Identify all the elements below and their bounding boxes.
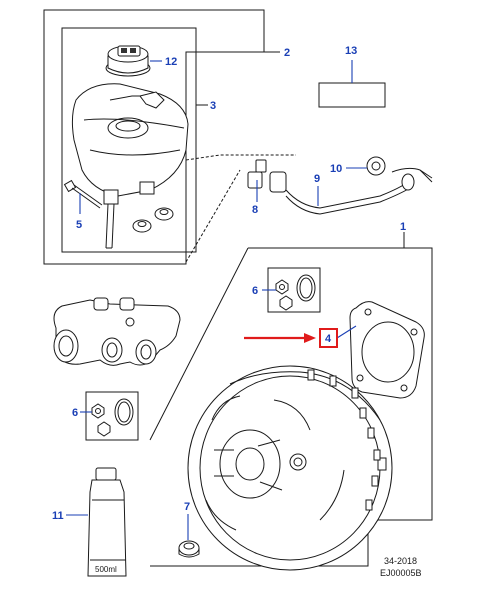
grommet-10-illustration — [366, 156, 386, 176]
reservoir-cap-illustration — [105, 45, 151, 77]
callout-7[interactable]: 7 — [184, 501, 190, 513]
callout-6-upper[interactable]: 6 — [252, 285, 258, 297]
callout-4[interactable]: 4 — [325, 333, 332, 345]
nut-illustration-lower — [91, 398, 134, 437]
brake-booster-illustration — [187, 365, 393, 571]
callout-6-lower[interactable]: 6 — [72, 407, 78, 419]
nut-illustration-upper — [275, 274, 316, 311]
callout-9[interactable]: 9 — [314, 173, 320, 185]
callout-10[interactable]: 10 — [330, 163, 342, 175]
master-cylinder-illustration — [53, 297, 181, 366]
reference-page-number: 34-2018 — [384, 556, 417, 566]
group-1-frame — [150, 247, 433, 567]
group-2-frame — [43, 9, 265, 265]
group-3-frame — [61, 27, 197, 253]
callout-8[interactable]: 8 — [252, 204, 258, 216]
callout-1[interactable]: 1 — [400, 221, 406, 233]
callout-13[interactable]: 13 — [345, 45, 357, 57]
pin-illustration — [63, 179, 103, 209]
reference-code: EJ00005B — [380, 568, 422, 578]
bottle-volume-label: 500ml — [95, 565, 117, 574]
callout-3[interactable]: 3 — [210, 100, 216, 112]
callout-11[interactable]: 11 — [52, 510, 64, 522]
callout-2[interactable]: 2 — [284, 47, 290, 59]
gasket-illustration — [349, 301, 425, 399]
callout-12[interactable]: 12 — [165, 56, 177, 68]
highlight-box-4 — [319, 328, 338, 348]
brake-fluid-bottle-illustration: 500ml — [87, 467, 127, 577]
label-13-box — [318, 82, 386, 108]
vacuum-hose-illustration — [247, 159, 433, 215]
fastener-box-lower — [85, 391, 139, 441]
callout-5[interactable]: 5 — [76, 219, 82, 231]
grommet-7-illustration — [178, 540, 200, 558]
highlight-arrow — [244, 333, 316, 343]
reservoir-illustration — [71, 83, 189, 249]
grommet-pair-illustration — [132, 207, 174, 233]
